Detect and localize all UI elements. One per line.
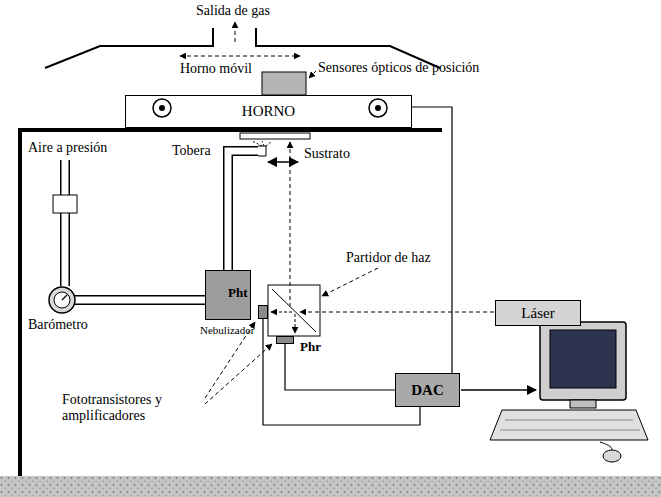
node-label: Láser: [521, 305, 554, 322]
keyboard-keys: [500, 420, 640, 430]
platform: [18, 128, 442, 132]
furnace-box: HORNO: [125, 95, 412, 128]
barometer: Barómetro: [48, 286, 76, 314]
barometer-gauge: [48, 286, 76, 314]
wheel: [153, 99, 171, 117]
phototransistor: Phr: [276, 336, 294, 344]
leader-line: [309, 71, 316, 78]
mouse-cable: [600, 442, 612, 450]
monitor: [540, 322, 626, 400]
air-pipe: [60, 160, 70, 286]
signal-wire: [412, 107, 452, 373]
node-label: Pht: [228, 286, 248, 301]
gauge-needle: [62, 295, 67, 300]
node-label: Phr: [300, 340, 321, 355]
nozzle-tip: [258, 146, 266, 156]
air-pipe: [75, 295, 205, 305]
node-label: Nebulizador: [200, 324, 254, 337]
position-sensor: [262, 72, 306, 95]
splitter-mirror: [272, 289, 316, 332]
mouse: [603, 450, 621, 462]
wheel-hub: [159, 105, 165, 111]
part-label: Sustrato: [304, 146, 350, 162]
signal-wire: [263, 319, 420, 425]
part-label: Sensores ópticos de posición: [318, 60, 479, 76]
data-link: [461, 389, 536, 391]
substrate: [240, 133, 310, 139]
monitor-stand: [570, 400, 596, 408]
laser-beam: [295, 314, 296, 333]
node-label: Barómetro: [28, 317, 88, 333]
motion-arrow: [180, 56, 300, 57]
laser-beam: [300, 312, 494, 313]
node-label: HORNO: [242, 103, 295, 120]
monitor-screen: [550, 330, 616, 388]
scan-arrow: [268, 161, 298, 163]
support-wall: [18, 128, 22, 476]
gas-flow-arrow: [235, 22, 236, 42]
air-pipe-interior: [75, 297, 205, 304]
keyboard: [490, 410, 648, 440]
part-label: Partidor de haz: [346, 250, 431, 266]
leader-line: [322, 268, 378, 296]
pressure-valve: [53, 195, 77, 213]
part-label: Horno móvil: [180, 61, 252, 77]
node-label: DAC: [411, 382, 444, 399]
gauge-face: [54, 292, 70, 308]
part-label: Fototransistores y amplificadores: [62, 392, 212, 424]
floor: [0, 476, 661, 497]
beam-splitter: [268, 285, 320, 336]
laser-box: Láser: [495, 300, 581, 326]
laser-beam: [271, 312, 292, 313]
wheel: [369, 99, 387, 117]
part-label: Aire a presión: [28, 140, 107, 156]
air-pipe-interior: [62, 160, 69, 286]
part-label: Tobera: [172, 143, 211, 159]
gauge-dial: [49, 287, 75, 313]
dac-box: DAC: [395, 373, 460, 407]
leader-line: [205, 344, 272, 404]
part-label: Salida de gas: [196, 3, 270, 19]
wheel-hub: [375, 105, 381, 111]
nozzle-pipe: [228, 151, 258, 270]
phototransistor: Pht: [258, 305, 268, 319]
spray: [252, 141, 272, 146]
laser-beam: [290, 142, 291, 306]
nozzle-pipe-interior: [228, 151, 258, 270]
